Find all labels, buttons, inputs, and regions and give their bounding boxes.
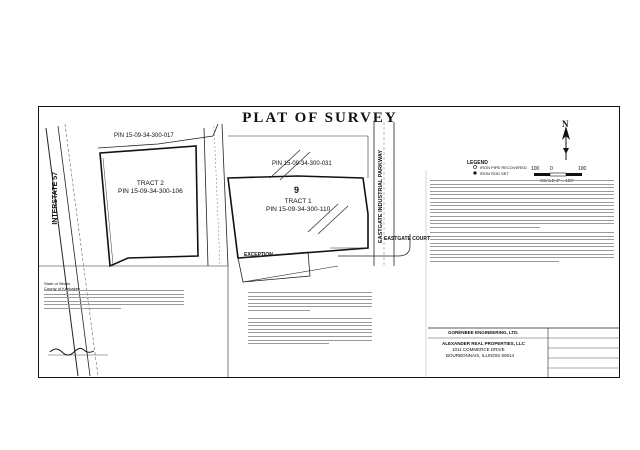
interstate-west-line <box>45 127 79 377</box>
road-centerline <box>213 125 221 267</box>
scale-bar-white <box>549 172 567 177</box>
diagonal-road-2 <box>279 151 311 181</box>
notes-block <box>248 318 372 347</box>
lot-number: 9 <box>294 185 300 195</box>
exception-description-block <box>248 292 372 314</box>
diagonal-road-1 <box>269 149 301 179</box>
survey-drawing <box>38 122 620 378</box>
legend-iron-pipe: IRON PIPE RECOVERED <box>480 165 527 170</box>
pin-north-parcel: PIN 15-09-34-300-017 <box>114 133 174 139</box>
iron-rod-symbol <box>473 171 477 175</box>
road-east-line <box>221 123 229 267</box>
tract2-label: TRACT 2 PIN 15-09-34-300-106 <box>118 180 183 196</box>
plat-title: PLAT OF SURVEY <box>242 110 398 126</box>
exception-label: EXCEPTION <box>244 252 273 258</box>
pin-northeast-parcel: PIN 15-09-34-300-031 <box>272 161 332 167</box>
north-arrow-head <box>562 126 570 140</box>
tract1-pin: PIN 15-09-34-300-110 <box>266 206 331 213</box>
diagonal-road-3 <box>307 203 339 233</box>
tract2-boundary <box>99 145 199 268</box>
diagonal-road-4 <box>317 205 349 235</box>
client-address-2: BOURBONNAIS, ILLINOIS 60914 <box>446 353 515 358</box>
legal-description-block <box>430 180 614 230</box>
interstate-label: INTERSTATE 57 <box>52 172 59 225</box>
scale-bar-black-2 <box>566 173 582 176</box>
client-name: ALEXANDER REAL PROPERTIES, LLC <box>442 341 525 346</box>
legend-heading: LEGEND <box>467 160 488 166</box>
legend-iron-rod: IRON ROD SET <box>480 171 509 176</box>
north-arrow-letter: N <box>562 119 569 129</box>
county-note: County of Kankakee <box>44 286 81 291</box>
north-arrow-mark <box>563 148 569 154</box>
tract2-pin: PIN 15-09-34-300-106 <box>118 188 183 195</box>
interstate-centerline <box>64 123 99 377</box>
surveyor-signature <box>49 347 95 356</box>
tract2-inner-line <box>102 157 114 265</box>
tract2-name: TRACT 2 <box>136 180 164 187</box>
firm-name: GORENBEE ENGINEERING, LTD. <box>448 330 519 335</box>
interstate-east-line <box>57 125 91 377</box>
certificate-block <box>44 290 184 312</box>
state-note: State of Illinois <box>44 281 71 286</box>
scale-right-label: 100 <box>578 166 587 172</box>
tract1-name: TRACT 1 <box>284 198 312 205</box>
scale-left-label: 100 <box>531 166 540 172</box>
exception-boundary <box>237 251 311 283</box>
scale-bar-black-1 <box>534 173 550 176</box>
court-line <box>338 234 411 257</box>
south-line <box>242 265 339 283</box>
parkway-label: EASTGATE INDUSTRIAL PARKWAY <box>378 150 384 243</box>
court-label: EASTGATE COURT <box>384 236 431 242</box>
tract1-label: TRACT 1 PIN 15-09-34-300-110 <box>266 198 330 214</box>
scale-mid-label: 0 <box>550 166 553 172</box>
legal-description-block-2 <box>430 232 614 264</box>
road-west-line <box>203 127 209 267</box>
north-parcel-line <box>97 123 219 149</box>
iron-pipe-symbol <box>473 165 477 169</box>
client-address-1: 1011 COMMERCE DRIVE <box>452 347 505 352</box>
